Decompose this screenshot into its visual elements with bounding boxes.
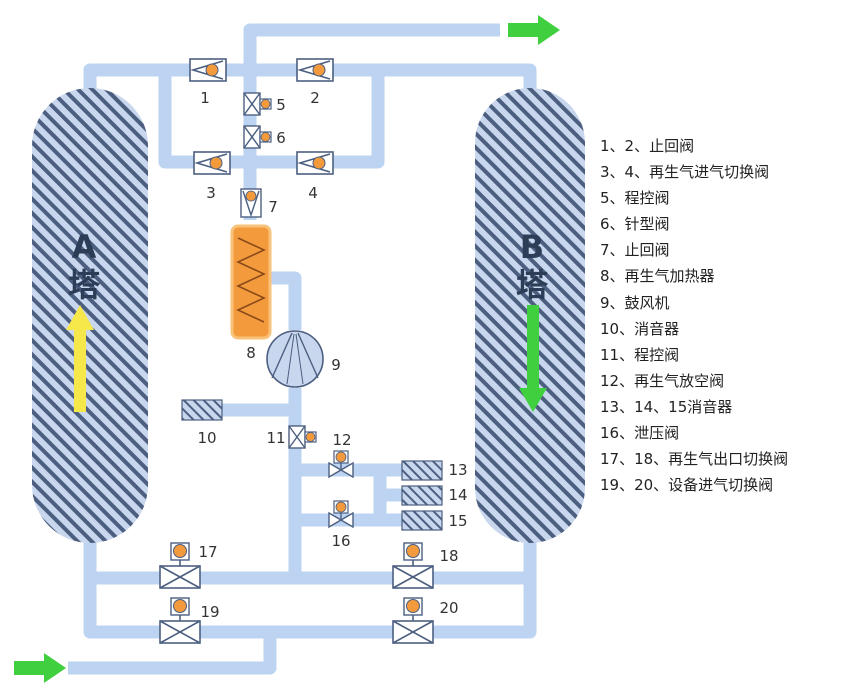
tower-b: B 塔 [475, 88, 585, 543]
label-13: 13 [448, 461, 467, 479]
label-9: 9 [331, 356, 341, 374]
label-7: 7 [268, 198, 278, 216]
label-19: 19 [200, 603, 219, 621]
label-1: 1 [200, 89, 210, 107]
label-12: 12 [332, 431, 351, 449]
muffler-14 [401, 485, 443, 506]
outlet-pipe [243, 23, 500, 70]
legend-item: 17、18、再生气出口切换阀 [600, 450, 789, 469]
legend-item: 6、针型阀 [600, 215, 670, 234]
legend-item: 19、20、设备进气切换阀 [600, 476, 774, 495]
tower-a: A 塔 [32, 88, 148, 543]
muffler-15 [401, 510, 443, 531]
label-16: 16 [331, 532, 350, 550]
muffler-13 [401, 460, 443, 481]
heater-8 [230, 224, 272, 340]
switch-valve-4 [296, 151, 334, 175]
label-11: 11 [266, 429, 285, 447]
flow-arrow-up-icon [66, 305, 94, 412]
outlet-arrow-icon [508, 15, 560, 45]
label-20: 20 [439, 599, 458, 617]
label-17: 17 [198, 543, 217, 561]
outlet-switch-valve-17 [159, 542, 201, 589]
program-valve-11 [288, 425, 317, 449]
inlet-arrow-icon [14, 653, 66, 683]
check-valve-7 [240, 188, 262, 218]
label-15: 15 [448, 512, 467, 530]
blower-9 [266, 330, 324, 388]
label-14: 14 [448, 486, 467, 504]
flow-arrow-down-icon [519, 305, 547, 412]
legend-item: 13、14、15消音器 [600, 397, 733, 416]
legend-item: 7、止回阀 [600, 241, 670, 260]
legend-item: 12、再生气放空阀 [600, 371, 725, 390]
label-10: 10 [197, 429, 216, 447]
program-valve-5 [243, 92, 272, 116]
tower-b-name: 塔 [516, 266, 549, 304]
legend-item: 11、程控阀 [600, 345, 680, 364]
label-2: 2 [310, 89, 320, 107]
component-numbers: 1 2 3 4 5 6 7 8 9 10 11 12 13 14 15 16 1… [197, 89, 467, 621]
outlet-switch-valve-18 [392, 542, 434, 589]
switch-valve-3 [193, 151, 231, 175]
tower-a-name: 塔 [68, 266, 101, 304]
legend-item: 5、程控阀 [600, 189, 670, 208]
label-8: 8 [246, 344, 256, 362]
legend-item: 8、再生气加热器 [600, 267, 715, 286]
muffler-10 [181, 399, 223, 421]
label-18: 18 [439, 547, 458, 565]
component-legend: 1、2、止回阀 3、4、再生气进气切换阀 5、程控阀 6、针型阀 7、止回阀 8… [600, 133, 840, 498]
label-3: 3 [206, 184, 216, 202]
label-6: 6 [276, 129, 286, 147]
legend-item: 9、鼓风机 [600, 293, 670, 312]
inlet-switch-valve-19 [159, 597, 201, 644]
check-valve-1 [189, 58, 227, 82]
label-4: 4 [308, 184, 318, 202]
pipe-network [68, 23, 537, 675]
inlet-switch-valve-20 [392, 597, 434, 644]
legend-item: 3、4、再生气进气切换阀 [600, 163, 770, 182]
tower-a-letter: A [72, 228, 97, 266]
label-5: 5 [276, 96, 286, 114]
check-valve-2 [296, 58, 334, 82]
legend-item: 16、泄压阀 [600, 424, 680, 443]
tower-b-letter: B [520, 228, 544, 266]
legend-item: 1、2、止回阀 [600, 137, 695, 155]
legend-item: 10、消音器 [600, 319, 680, 338]
needle-valve-6 [243, 125, 272, 149]
